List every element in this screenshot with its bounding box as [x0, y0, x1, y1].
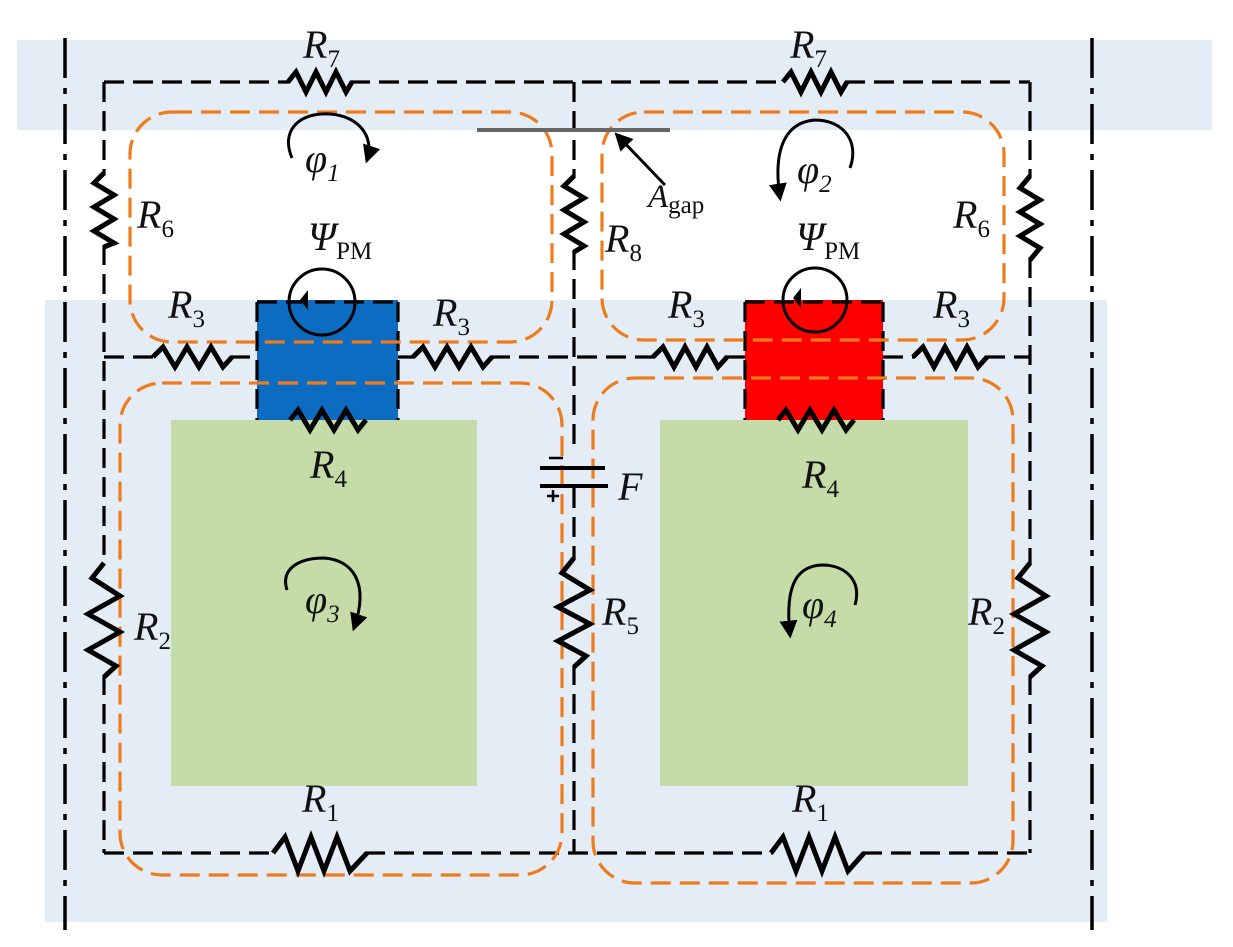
resistor-r6-right	[1015, 174, 1045, 262]
resistor-r3-a	[151, 342, 234, 372]
label-phi4: φ4	[802, 582, 837, 633]
label-phi3: φ3	[305, 577, 340, 628]
top-band	[17, 40, 1212, 130]
label-r8: R8	[604, 216, 642, 267]
network-lines	[102, 80, 1032, 855]
phi2-arrow	[768, 118, 855, 202]
slot-left	[171, 420, 477, 786]
resistor-r3-d	[911, 341, 989, 373]
label-r6-right: R6	[952, 192, 990, 243]
resistor-r2-left	[82, 561, 126, 679]
label-r6-left: R6	[136, 192, 174, 243]
label-r2-right: R2	[967, 589, 1005, 640]
mmf-source-f	[540, 456, 608, 502]
resistor-r5	[552, 556, 596, 669]
label-r4-left: R4	[309, 442, 347, 493]
label-psi-right: ΨPM	[796, 214, 860, 265]
resistor-r8	[559, 174, 589, 255]
label-f: F	[617, 464, 643, 509]
label-r2-left: R2	[133, 604, 171, 655]
resistor-r4-right	[776, 405, 856, 435]
resistor-r3-c	[651, 341, 729, 373]
label-r3-b: R3	[432, 290, 470, 341]
label-r7-right: R7	[789, 22, 827, 73]
psi-circle-arrow-right	[781, 266, 849, 334]
label-phi1: φ1	[305, 136, 340, 187]
label-r4-right: R4	[801, 452, 839, 503]
label-r7-left: R7	[302, 22, 340, 73]
resistor-r7-left	[286, 66, 355, 98]
resistor-r7-right	[781, 66, 850, 98]
phi3-arrow	[284, 556, 368, 632]
air-gap-arrow	[614, 132, 667, 187]
label-agap: Agap	[646, 179, 704, 219]
label-r1-right: R1	[791, 776, 829, 827]
slot-right	[660, 420, 968, 786]
phi1-arrow	[286, 112, 381, 164]
phi4-arrow	[779, 563, 858, 639]
label-r5: R5	[601, 589, 639, 640]
magnet-right	[745, 300, 883, 420]
label-psi-left: ΨPM	[308, 214, 372, 265]
resistor-r2-right	[1008, 561, 1052, 679]
resistor-r6-left	[89, 171, 120, 250]
resistor-r1-left	[271, 829, 369, 879]
resistor-r4-left	[288, 405, 368, 435]
label-r3-c: R3	[667, 282, 705, 333]
label-phi2: φ2	[797, 147, 832, 198]
label-r3-d: R3	[932, 282, 970, 333]
flux-loops	[118, 110, 1015, 885]
resistor-r1-right	[769, 829, 866, 879]
magnet-left	[257, 300, 398, 420]
psi-circle-arrow-left	[287, 267, 357, 337]
label-r1-left: R1	[301, 776, 339, 827]
label-r3-a: R3	[167, 282, 205, 333]
resistor-r3-b	[411, 342, 494, 372]
